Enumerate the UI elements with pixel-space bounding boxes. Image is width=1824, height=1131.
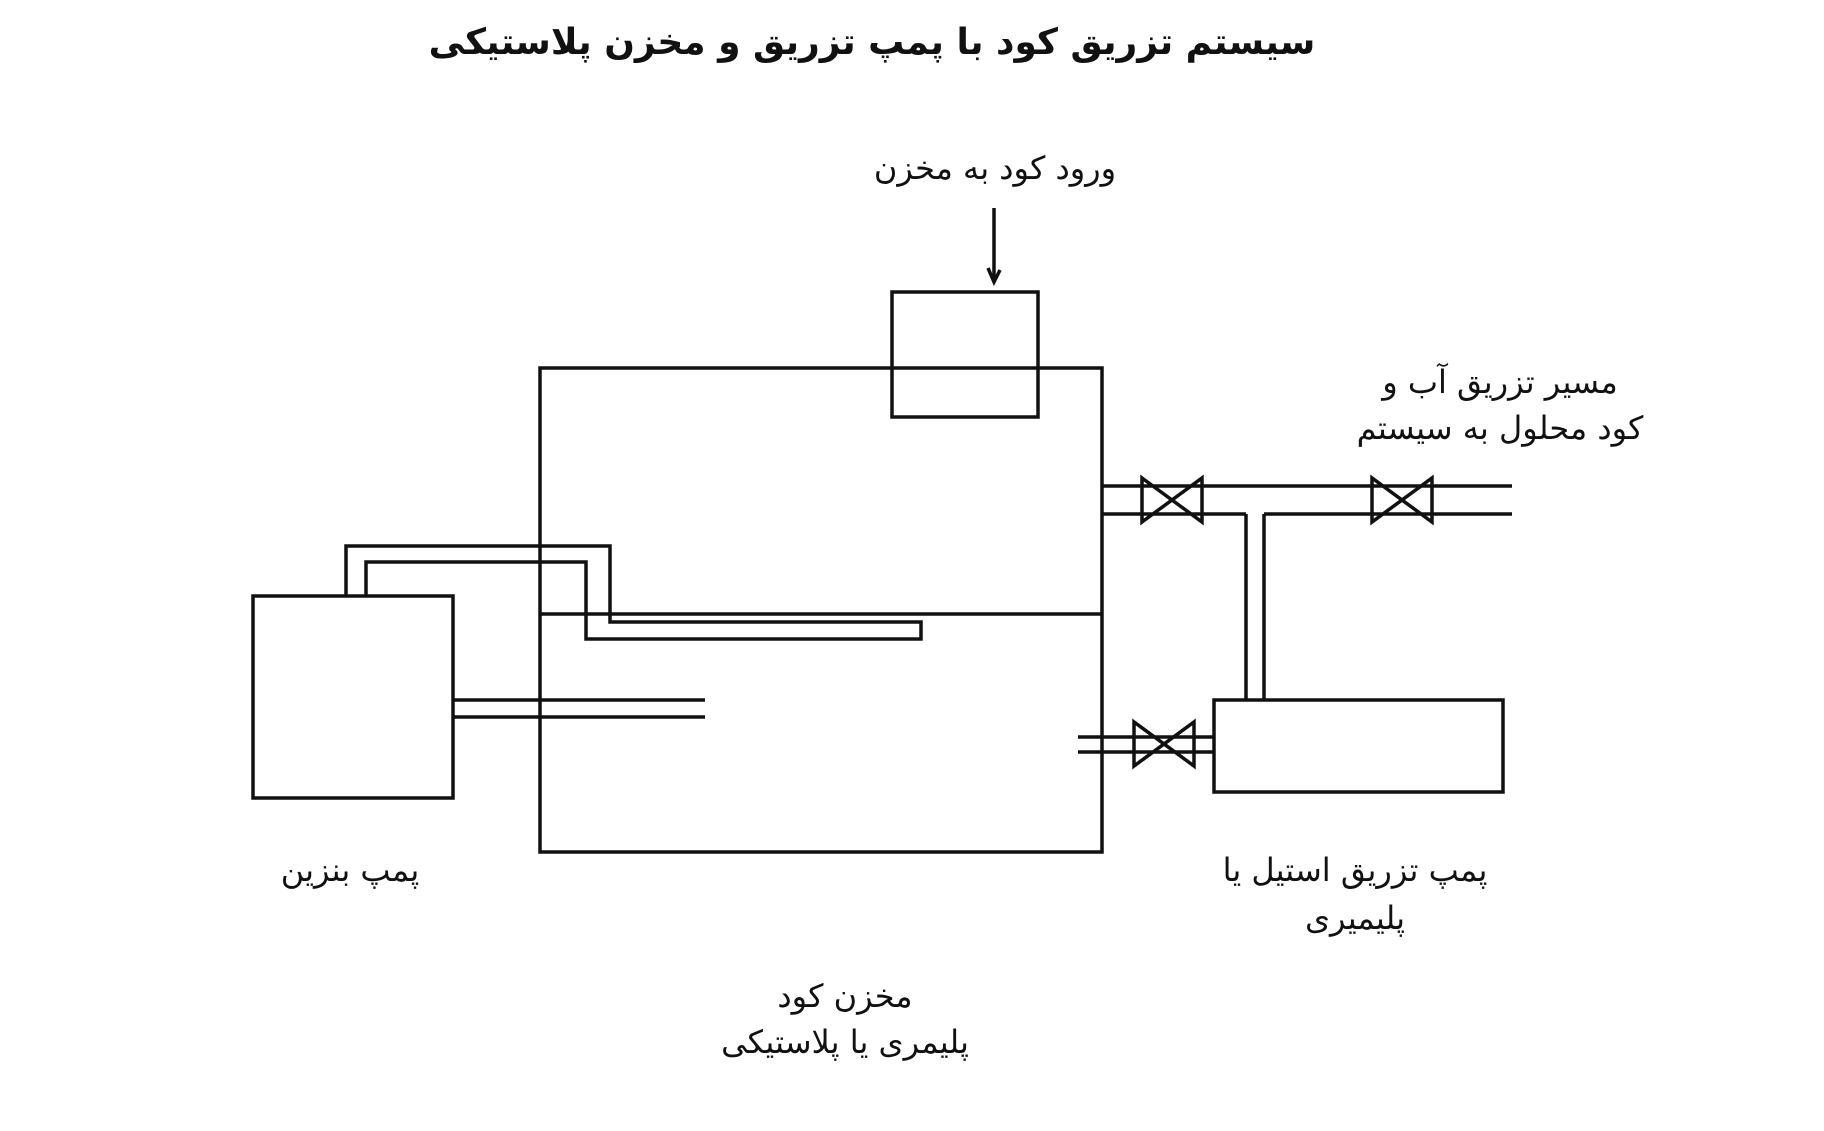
injection-path-label-line2: کود محلول به سیستم — [1356, 409, 1644, 447]
injection-pump-box — [1212, 698, 1505, 794]
pump-discharge-pipe — [453, 698, 705, 719]
fertilizer-tank — [538, 366, 1104, 854]
lower-pump-pipe — [1078, 735, 1214, 754]
valve-icon — [1370, 474, 1434, 526]
valve-icon — [1132, 718, 1196, 770]
pump-return-pipe — [344, 544, 923, 641]
injection-pump-label-line1: پمپ تزریق استیل یا — [1222, 851, 1488, 889]
fertilizer-inlet-box — [890, 290, 1040, 419]
upper-outlet-pipe — [1102, 484, 1512, 700]
diagram-title: سیستم تزریق کود با پمپ تزریق و مخزن پلاس… — [428, 22, 1316, 63]
fuel-pump-box — [251, 594, 455, 800]
fuel-pump-label: پمپ بنزین — [280, 851, 420, 889]
inlet-arrow — [986, 208, 1002, 287]
fertilizer-tank-label-line2: پلیمری یا پلاستیکی — [721, 1023, 969, 1061]
valve-icon — [1140, 474, 1204, 526]
fertilizer-tank-label-line1: مخزن کود — [777, 977, 913, 1015]
injection-path-label-line1: مسیر تزریق آب و — [1382, 363, 1618, 401]
fertilizer-inlet-label: ورود کود به مخزن — [873, 149, 1117, 187]
injection-pump-label-line2: پلیمیری — [1304, 899, 1405, 937]
